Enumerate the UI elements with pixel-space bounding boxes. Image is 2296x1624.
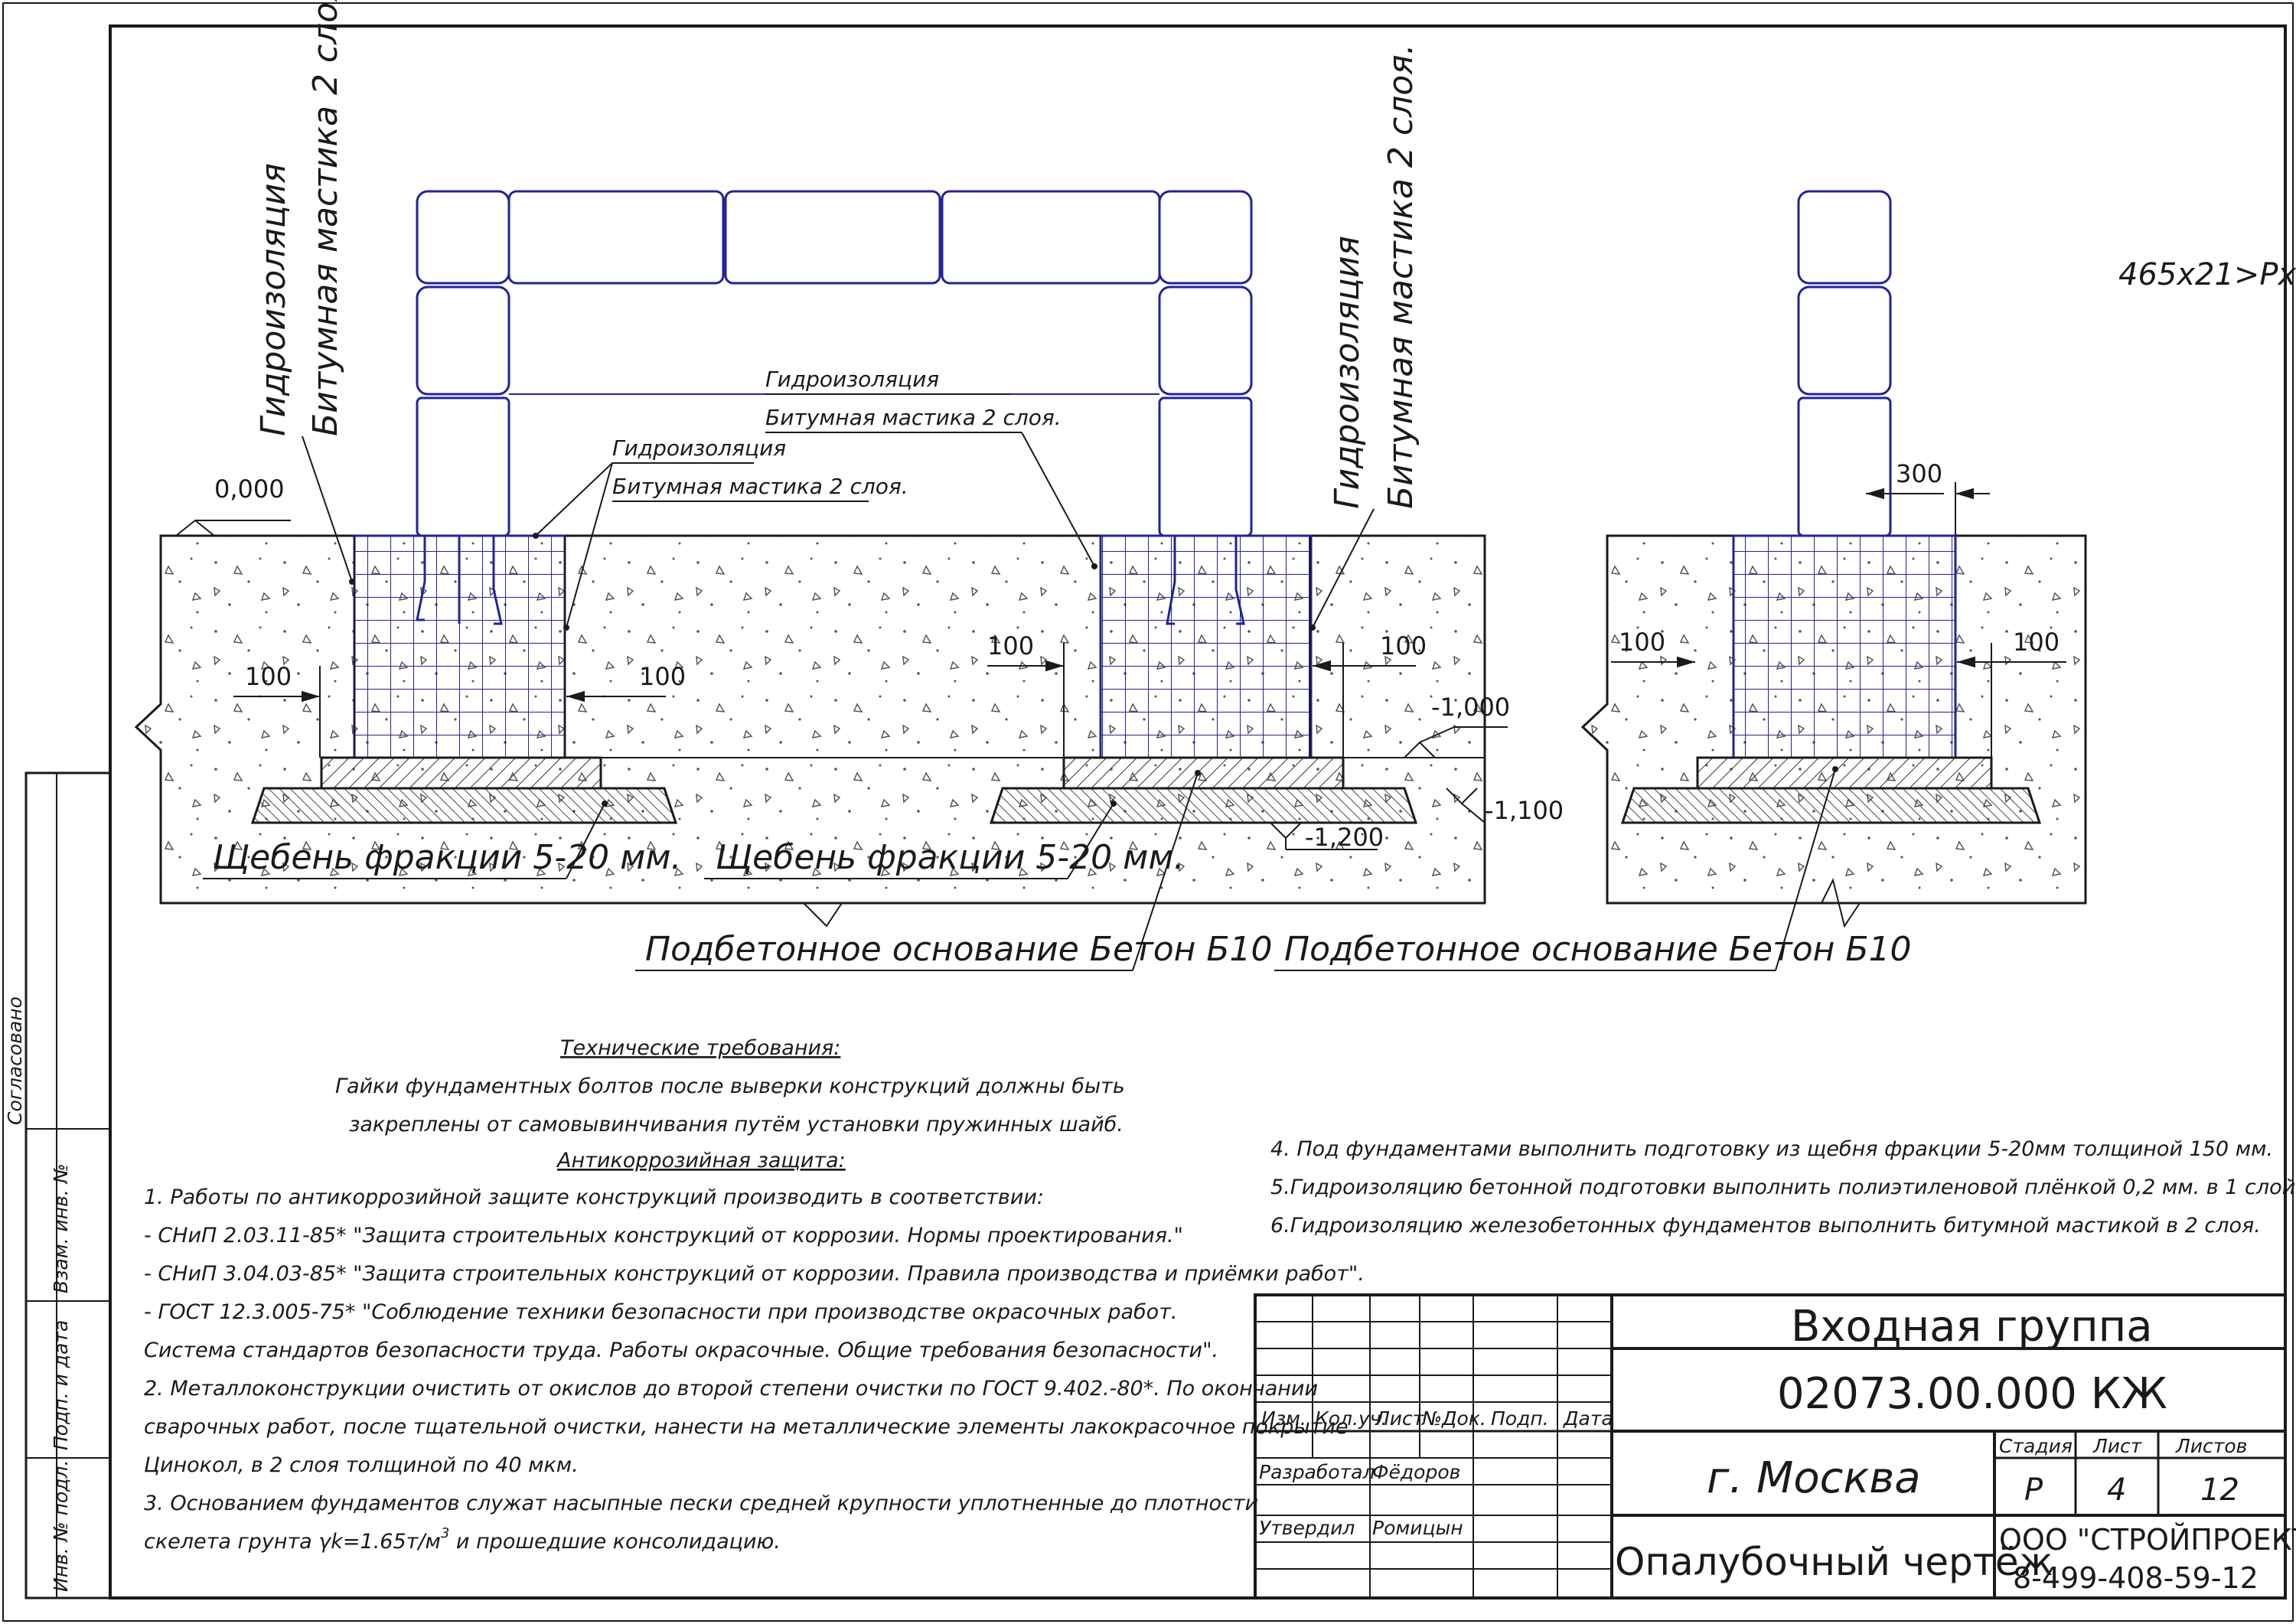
note-1a: - СНиП 2.03.11-85* "Защита строительных … xyxy=(144,1224,1183,1247)
project-title: Входная группа xyxy=(1791,1302,2153,1352)
hdr-izm: Изм. xyxy=(1261,1407,1306,1430)
right-section xyxy=(1580,190,2087,928)
drawing-code: 02073.00.000 КЖ xyxy=(1777,1369,2167,1419)
role-approved: Утвердил xyxy=(1259,1517,1355,1539)
corner-label: 465x21>Px2x xyxy=(2118,257,2296,292)
foundation-middle xyxy=(989,534,1418,824)
approver-name: Ромицын xyxy=(1372,1517,1463,1539)
dim-300: 300 xyxy=(1896,459,1942,488)
val-sheets: 12 xyxy=(2200,1472,2239,1508)
waterproofing-label-3: Гидроизоляция xyxy=(612,435,786,461)
note-1b: - СНиП 3.04.03-85* "Защита строительных … xyxy=(144,1262,1365,1286)
bitumen-label-4: Битумная мастика 2 слоя. xyxy=(1381,44,1420,509)
agreed-stamp: Согласовано xyxy=(4,996,26,1125)
callouts: Гидроизоляция Битумная мастика 2 слоя. Г… xyxy=(203,0,1912,971)
concrete-base-label-2: Подбетонное основание Бетон Б10 xyxy=(1284,930,1912,969)
level-minus-1200: -1,200 xyxy=(1305,823,1384,852)
tech-title: Технические требования: xyxy=(560,1036,840,1060)
hdr-doc: №Док. xyxy=(1420,1407,1486,1430)
waterproofing-label-4: Гидроизоляция xyxy=(1328,236,1367,509)
gravel-label-1: Щебень фракции 5-20 мм. xyxy=(213,838,682,877)
gravel-label-2: Щебень фракции 5-20 мм. xyxy=(716,838,1185,877)
developer-name: Фёдоров xyxy=(1372,1461,1460,1483)
note-4: 4. Под фундаментами выполнить подготовку… xyxy=(1270,1137,2273,1161)
tech-line-2: закреплены от самовывинчивания путём уст… xyxy=(349,1113,1124,1136)
side-stamp: Согласовано Взам. инв. № Подп. и дата Ин… xyxy=(4,771,112,1600)
note-6: 6.Гидроизоляцию железобетонных фундамент… xyxy=(1270,1214,2261,1238)
hdr-date: Дата xyxy=(1563,1407,1613,1430)
bitumen-label-2: Битумная мастика 2 слоя. xyxy=(765,405,1062,430)
dim-100-a: 100 xyxy=(245,662,292,691)
hdr-stage: Стадия xyxy=(1999,1435,2073,1457)
note-2c: Цинокол, в 2 слоя толщиной по 40 мкм. xyxy=(144,1453,579,1477)
note-1c: - ГОСТ 12.3.005-75* "Соблюдение техники … xyxy=(144,1300,1178,1324)
technical-notes: Технические требования: Гайки фундаментн… xyxy=(144,1036,2296,1554)
dim-100-c: 100 xyxy=(987,631,1034,660)
level-zero: 0,000 xyxy=(214,474,285,504)
note-1: 1. Работы по антикоррозийной защите конс… xyxy=(144,1185,1044,1209)
replaced-inv-stamp: Взам. инв. № xyxy=(50,1163,72,1293)
concrete-base-label-1: Подбетонное основание Бетон Б10 xyxy=(645,930,1273,969)
city: г. Москва xyxy=(1707,1453,1921,1503)
level-minus-1100: -1,100 xyxy=(1485,796,1564,825)
tech-line-1: Гайки фундаментных болтов после выверки … xyxy=(335,1075,1125,1098)
note-2b: сварочных работ, после тщательной очистк… xyxy=(144,1415,1349,1439)
bitumen-label-3: Битумная мастика 2 слоя. xyxy=(612,474,908,499)
sign-date-stamp: Подп. и дата xyxy=(50,1320,72,1450)
wall-blocks xyxy=(416,190,1253,537)
role-developed: Разработал xyxy=(1259,1461,1375,1483)
val-sheet: 4 xyxy=(2107,1472,2126,1508)
hdr-sheet: Лист xyxy=(2092,1435,2143,1457)
company-name: ООО "СТРОЙПРОЕКТ" xyxy=(1999,1523,2296,1557)
level-minus-1000: -1,000 xyxy=(1431,693,1510,722)
sheet-title: Опалубочный чертёж xyxy=(1615,1540,2053,1584)
waterproofing-label-1: Гидроизоляция xyxy=(254,163,293,436)
note-3b: скелета грунта γk=1.65т/м3 и прошедшие к… xyxy=(144,1525,781,1554)
bitumen-label-1: Битумная мастика 2 слоя. xyxy=(306,0,345,436)
foundation-left xyxy=(250,534,678,824)
hdr-kol: Кол.уч. xyxy=(1315,1407,1387,1430)
val-stage: Р xyxy=(2024,1472,2043,1508)
main-section xyxy=(134,190,1486,928)
inv-orig-stamp: Инв. № подл. xyxy=(50,1460,72,1592)
dim-100-d: 100 xyxy=(1380,631,1427,660)
title-block: Изм. Кол.уч. Лист №Док. Подп. Дата Разра… xyxy=(1254,1293,2296,1600)
note-2a: 2. Металлоконструкции очистить от окисло… xyxy=(144,1377,1318,1401)
note-1d: Система стандартов безопасности труда. Р… xyxy=(144,1339,1218,1362)
company-phone: 8-499-408-59-12 xyxy=(2013,1561,2258,1595)
waterproofing-label-2: Гидроизоляция xyxy=(765,367,939,392)
dim-100-f: 100 xyxy=(2013,628,2060,657)
hdr-sheets: Листов xyxy=(2175,1435,2247,1457)
hdr-list: Лист xyxy=(1375,1407,1425,1430)
dim-100-e: 100 xyxy=(1619,628,1665,657)
hdr-sign: Подп. xyxy=(1491,1407,1549,1430)
note-3a: 3. Основанием фундаментов служат насыпны… xyxy=(144,1492,1258,1515)
note-5: 5.Гидроизоляцию бетонной подготовки выпо… xyxy=(1270,1176,2296,1199)
dimensions: 0,000 100 100 100 100 100 100 300 -1,000 xyxy=(175,459,2066,852)
anti-title: Антикоррозийная защита: xyxy=(556,1149,846,1172)
dim-100-b: 100 xyxy=(639,662,686,691)
